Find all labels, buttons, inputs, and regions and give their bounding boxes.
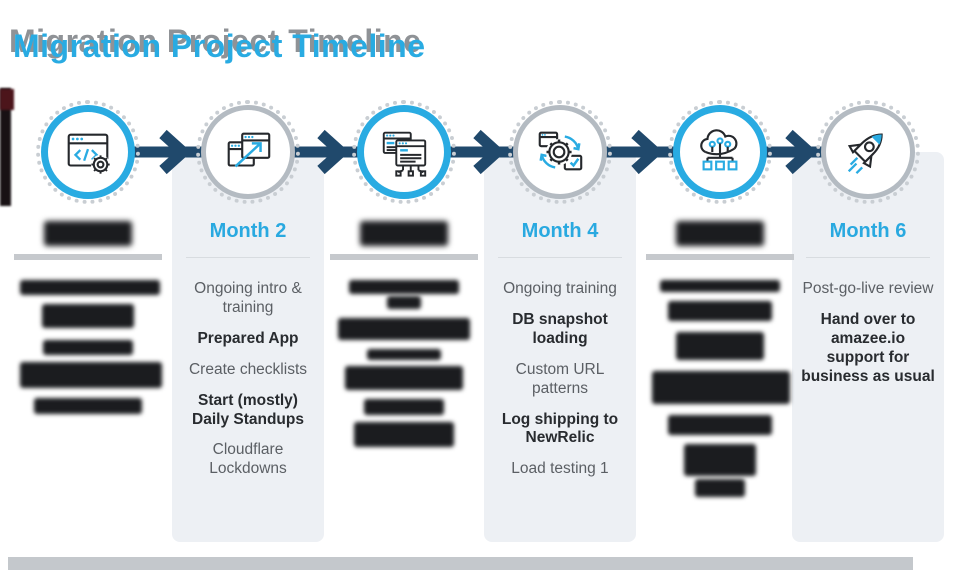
redacted-task-item [20,280,160,295]
timeline-arrow-icon [447,129,517,175]
month-4-circle [508,100,612,204]
redacted-task-item [695,479,745,497]
timeline-arrow-icon [291,129,361,175]
month-6-card [792,152,944,542]
month-column-5 [644,0,796,571]
month-2-circle [196,100,300,204]
page-title-wrap: Migration Project Timeline Migration Pro… [9,23,426,72]
redacted-month-label [44,221,132,246]
month-4-card [484,152,636,542]
task-item: Post-go-live review [802,280,934,297]
month-label: Month 2 [209,220,287,242]
task-item: Ongoing intro & training [194,280,302,316]
month-6-circle [816,100,920,204]
page-title: Migration Project Timeline [13,28,426,64]
task-item: Create checklists [188,360,307,378]
column-divider [14,254,162,260]
task-item: Start (mostly) Daily Standups [192,391,304,428]
redacted-task-item [43,340,133,355]
month-column-1 [12,0,164,571]
redacted-task-item [345,366,463,390]
redacted-task-item [387,296,421,309]
redacted-task-item [660,280,780,292]
redacted-task-item [349,280,459,294]
timeline-arrow-icon [133,129,203,175]
redacted-task-item [668,415,772,435]
redacted-task-item [652,371,790,404]
redaction-strip-left-top [0,89,14,110]
windows-growth-arrow-icon [227,132,271,168]
cloud-network-icon [700,129,738,171]
gear-sync-icon [538,131,583,171]
redacted-month-label [676,221,764,246]
month-1-circle [36,100,140,204]
windows-network-icon [382,131,427,177]
task-item: DB snapshot loading [512,310,608,347]
column-divider [186,257,310,258]
month-2-card [172,152,324,542]
column-divider [498,257,622,258]
redacted-task-item [338,318,470,340]
task-item: Hand over to amazee.io support for busin… [801,310,935,385]
rocket-icon [847,133,883,175]
month-label: Month 4 [521,220,599,242]
redacted-task-item [42,304,134,328]
task-item: Ongoing training [503,280,617,297]
task-item: Custom URL patterns [515,360,605,397]
month-5-tasks [644,268,796,497]
redacted-task-item [364,399,444,415]
redacted-task-item [34,398,142,414]
month-3-tasks [328,268,480,447]
column-divider [646,254,794,260]
redacted-task-item [668,301,772,321]
redacted-task-item [684,444,756,476]
month-column-4: Month 4 Ongoing training DB snapshot load… [484,0,636,571]
redacted-task-item [367,349,441,360]
task-item: Load testing 1 [511,460,609,478]
redacted-month-label [360,221,448,246]
timeline-arrow-icon [605,129,675,175]
column-divider [806,257,930,258]
task-item: Prepared App [197,329,299,347]
page-title-shadow: Migration Project Timeline [9,23,422,59]
month-1-tasks [12,268,164,414]
month-5-circle [668,100,772,204]
task-item: Log shipping to NewRelic [501,410,619,447]
footer-strip [8,557,913,570]
code-window-gear-icon [67,133,111,175]
redacted-task-item [20,362,162,388]
column-divider [330,254,478,260]
task-item: Cloudflare Lockdowns [209,441,287,478]
redacted-task-item [676,332,764,360]
redaction-strip-left [0,88,11,206]
month-column-3 [328,0,480,571]
redacted-task-item [354,422,454,447]
month-label: Month 6 [829,220,907,242]
month-3-circle [352,100,456,204]
